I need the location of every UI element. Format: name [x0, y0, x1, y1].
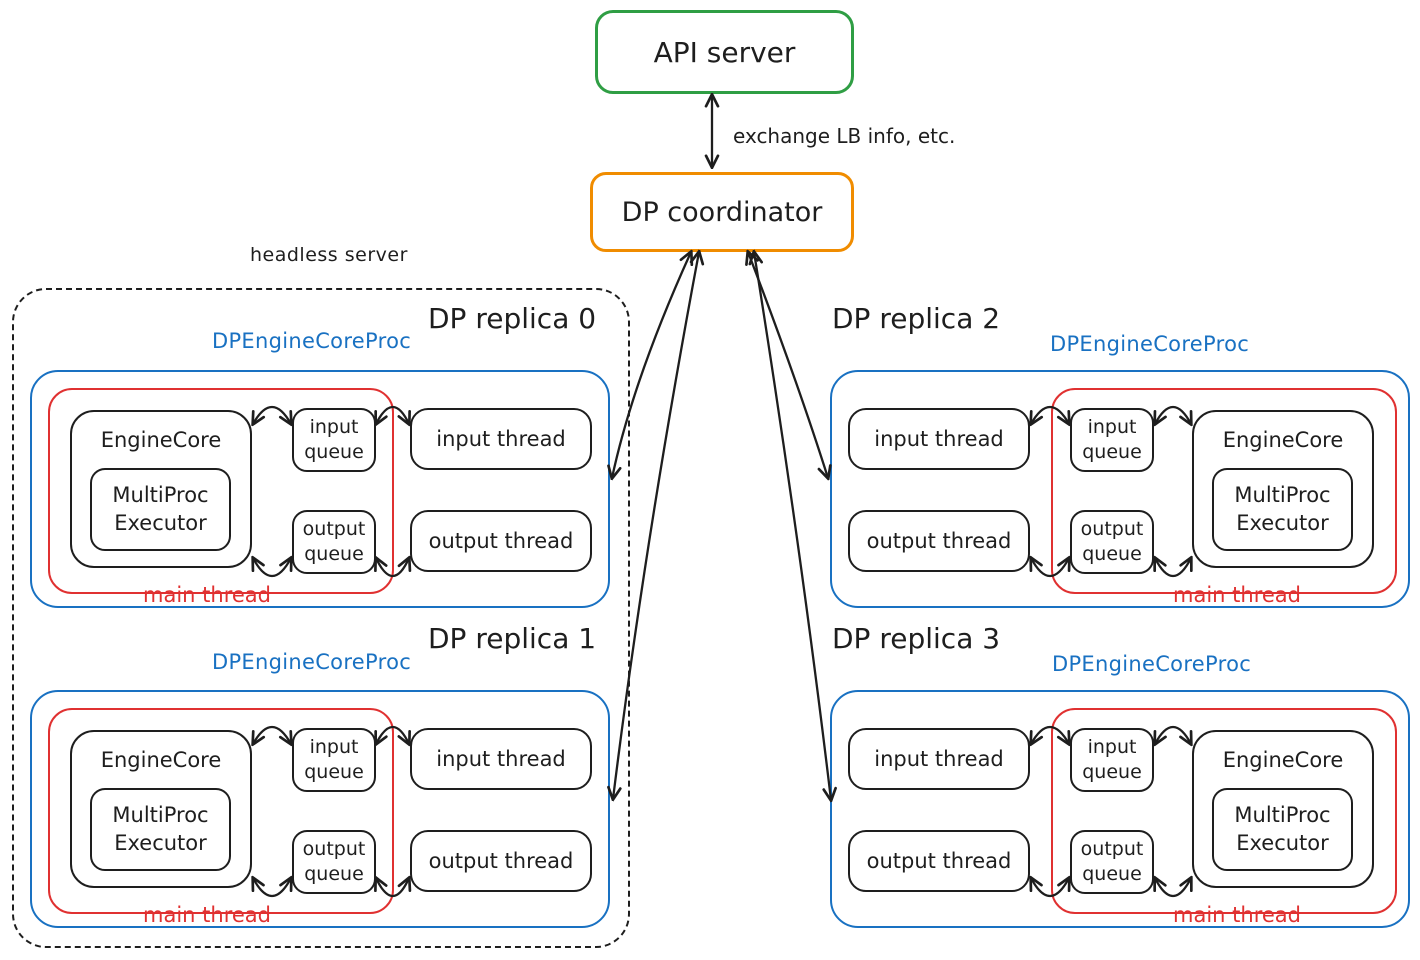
engine-core-box: EngineCore MultiProc Executor — [70, 410, 252, 568]
input-queue-line1: input — [309, 416, 359, 439]
main-thread-boundary-box — [48, 388, 394, 594]
input-queue-line2: queue — [1082, 761, 1142, 783]
multiproc-executor-box: MultiProc Executor — [1212, 788, 1353, 871]
input-thread-box: input thread — [410, 408, 592, 470]
dp-replica-2: input thread output thread input queue o… — [830, 370, 1410, 608]
headless-server-label: headless server — [250, 244, 408, 266]
exchange-note-label: exchange LB info, etc. — [733, 124, 956, 148]
process-boundary-box — [30, 690, 610, 928]
input-queue-box: input queue — [292, 728, 376, 792]
input-queue-box: input queue — [292, 408, 376, 472]
multiproc-executor-line2: Executor — [1236, 510, 1329, 535]
coordinator-replica2-arrow — [748, 252, 828, 478]
output-queue-box: output queue — [292, 510, 376, 574]
replica-3-title: DP replica 3 — [832, 622, 1001, 655]
multiproc-executor-box: MultiProc Executor — [90, 468, 231, 551]
output-queue-line2: queue — [1082, 543, 1142, 565]
input-queue-line2: queue — [304, 441, 364, 463]
multiproc-executor-line1: MultiProc — [112, 483, 209, 508]
engine-core-box: EngineCore MultiProc Executor — [1192, 730, 1374, 888]
main-thread-label: main thread — [143, 903, 271, 927]
output-queue-line1: output — [302, 518, 366, 541]
multiproc-executor-box: MultiProc Executor — [90, 788, 231, 871]
process-boundary-box — [830, 690, 1410, 928]
dp-replica-3: input thread output thread input queue o… — [830, 690, 1410, 928]
multiproc-executor-line2: Executor — [114, 830, 207, 855]
replica-1-proc-label: DPEngineCoreProc — [212, 650, 412, 674]
output-queue-line2: queue — [304, 863, 364, 885]
multiproc-executor-line1: MultiProc — [1234, 483, 1331, 508]
dp-coordinator-box: DP coordinator — [590, 172, 854, 252]
output-thread-label: output thread — [428, 529, 574, 553]
engine-core-box: EngineCore MultiProc Executor — [1192, 410, 1374, 568]
main-thread-label: main thread — [1173, 583, 1301, 607]
input-thread-box: input thread — [848, 728, 1030, 790]
input-queue-line2: queue — [304, 761, 364, 783]
api-server-box: API server — [595, 10, 854, 94]
output-thread-box: output thread — [848, 830, 1030, 892]
main-thread-boundary-box — [48, 708, 394, 914]
output-queue-box: output queue — [1070, 510, 1154, 574]
main-thread-boundary-box — [1051, 708, 1397, 914]
coordinator-replica3-arrow — [754, 252, 831, 800]
input-thread-label: input thread — [436, 747, 566, 771]
main-thread-label: main thread — [1173, 903, 1301, 927]
main-thread-boundary-box — [1051, 388, 1397, 594]
input-queue-line1: input — [1087, 416, 1137, 439]
output-queue-line1: output — [302, 838, 366, 861]
replica-3-proc-label: DPEngineCoreProc — [1052, 652, 1252, 676]
input-thread-box: input thread — [848, 408, 1030, 470]
output-queue-line1: output — [1080, 838, 1144, 861]
output-thread-label: output thread — [428, 849, 574, 873]
replica-1-title: DP replica 1 — [428, 622, 597, 655]
input-queue-line1: input — [1087, 736, 1137, 759]
multiproc-executor-box: MultiProc Executor — [1212, 468, 1353, 551]
output-thread-box: output thread — [410, 830, 592, 892]
multiproc-executor-line1: MultiProc — [112, 803, 209, 828]
input-queue-line1: input — [309, 736, 359, 759]
multiproc-executor-line2: Executor — [1236, 830, 1329, 855]
output-thread-box: output thread — [410, 510, 592, 572]
output-queue-box: output queue — [292, 830, 376, 894]
engine-core-box: EngineCore MultiProc Executor — [70, 730, 252, 888]
engine-core-label: EngineCore — [1222, 428, 1344, 452]
input-queue-box: input queue — [1070, 728, 1154, 792]
engine-core-label: EngineCore — [100, 748, 222, 772]
replica-2-proc-label: DPEngineCoreProc — [1050, 332, 1250, 356]
input-thread-box: input thread — [410, 728, 592, 790]
output-thread-label: output thread — [866, 849, 1012, 873]
replica-0-proc-label: DPEngineCoreProc — [212, 329, 412, 353]
input-thread-label: input thread — [874, 427, 1004, 451]
output-queue-line2: queue — [304, 543, 364, 565]
input-thread-label: input thread — [436, 427, 566, 451]
replica-0-title: DP replica 0 — [428, 302, 597, 335]
input-thread-label: input thread — [874, 747, 1004, 771]
output-thread-label: output thread — [866, 529, 1012, 553]
engine-core-label: EngineCore — [1222, 748, 1344, 772]
input-queue-line2: queue — [1082, 441, 1142, 463]
output-queue-box: output queue — [1070, 830, 1154, 894]
dp-replica-1: EngineCore MultiProc Executor input queu… — [30, 690, 610, 928]
engine-core-label: EngineCore — [100, 428, 222, 452]
main-thread-label: main thread — [143, 583, 271, 607]
multiproc-executor-line2: Executor — [114, 510, 207, 535]
output-queue-line2: queue — [1082, 863, 1142, 885]
api-server-label: API server — [653, 35, 796, 69]
replica-2-title: DP replica 2 — [832, 302, 1001, 335]
output-queue-line1: output — [1080, 518, 1144, 541]
dp-coordinator-label: DP coordinator — [621, 196, 823, 228]
dp-replica-0: EngineCore MultiProc Executor input queu… — [30, 370, 610, 608]
output-thread-box: output thread — [848, 510, 1030, 572]
multiproc-executor-line1: MultiProc — [1234, 803, 1331, 828]
input-queue-box: input queue — [1070, 408, 1154, 472]
